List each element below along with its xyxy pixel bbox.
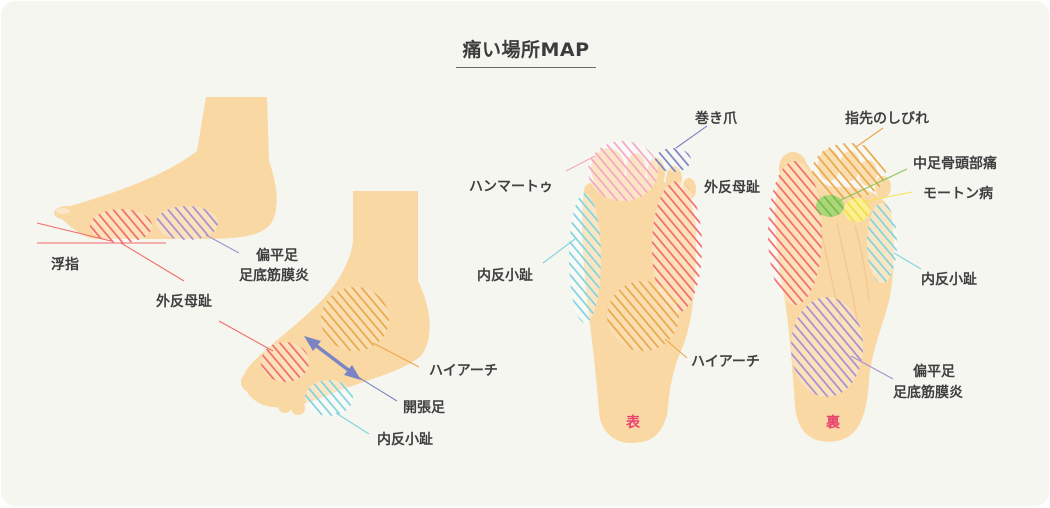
gaihanboshi-leader-angled: [218, 320, 274, 352]
shibire-leader: [855, 127, 884, 148]
label-omote: 表: [625, 414, 641, 431]
label-makizume: 巻き爪: [695, 110, 738, 127]
naihan-leader-sole: [893, 252, 922, 270]
naihan-leader-top: [542, 238, 576, 264]
label-shibire: 指先のしびれ: [845, 110, 929, 127]
sole-line-2: [836, 222, 858, 322]
label-naihan-top: 内反小趾: [477, 267, 533, 284]
angled-naihan-zone: [305, 380, 353, 416]
labels: 浮指 外反母趾 偏平足 足底筋膜炎 ハイアーチ 開張足 内反小趾 ハンマートゥ …: [51, 110, 997, 448]
side-henpeisoku-zone: [156, 206, 218, 240]
sole-chusoku-zone: [816, 195, 844, 217]
angled-toe-1: [241, 372, 261, 392]
label-naihan-angled: 内反小趾: [377, 431, 433, 448]
label-henpeisoku-side-2: 足底筋膜炎: [239, 267, 309, 284]
makizume-leader: [675, 125, 708, 149]
gaihanboshi-leader-side: [120, 242, 185, 282]
kaichosoku-leader: [357, 376, 398, 402]
label-henpeisoku-sole-2: 足底筋膜炎: [893, 384, 963, 401]
ukiyubi-leader-1: [36, 222, 112, 242]
sole-shibire-zone: [812, 143, 886, 199]
naihan-leader-angled: [335, 412, 370, 435]
angled-toe-2: [255, 385, 269, 399]
hammer-toe-leader: [565, 155, 596, 172]
label-morton: モートン病: [923, 185, 993, 202]
angled-toe-4: [278, 399, 292, 413]
sole-gaihanboshi-zone: [768, 161, 822, 305]
page-title: 痛い場所MAP: [456, 35, 596, 68]
label-gaihanboshi-top: 外反母趾: [704, 179, 760, 196]
henpeisoku-leader-sole: [850, 355, 894, 380]
angled-gaihanboshi-zone: [261, 342, 309, 382]
label-kaichosoku: 開張足: [403, 400, 446, 416]
label-hammer-toe: ハンマートゥ: [469, 179, 553, 195]
high-arch-leader-top: [664, 338, 688, 359]
spread-arrow-head-right: [344, 365, 361, 380]
label-henpeisoku-side-1: 偏平足: [256, 247, 299, 264]
sole-view-foot: [768, 127, 922, 442]
sole-naihan-zone: [867, 203, 897, 283]
spread-arrow-shaft: [312, 342, 353, 374]
label-ura: 裏: [825, 414, 841, 431]
label-gaihanboshi-side: 外反母趾: [156, 293, 212, 310]
side-gaihanboshi-zone: [90, 209, 152, 243]
title-wrapper: 痛い場所MAP: [1, 35, 1049, 68]
label-henpeisoku-sole-1: 偏平足: [913, 363, 956, 380]
angled-toe-3: [266, 393, 280, 407]
label-chusoku: 中足骨頭部痛: [913, 155, 997, 172]
top-naihan-zone: [569, 193, 601, 323]
top-high-arch-zone: [607, 281, 679, 351]
chusoku-leader: [838, 168, 908, 202]
side-foot-shape: [57, 97, 277, 239]
label-ukiyubi: 浮指: [51, 256, 79, 273]
top-gaihanboshi-zone: [652, 181, 702, 313]
label-high-arch-top: ハイアーチ: [691, 354, 760, 370]
sole-henpeisoku-zone: [791, 297, 863, 397]
angled-toe-5: [291, 401, 305, 415]
sole-morton-zone: [844, 198, 870, 222]
top-view-foot: [542, 125, 708, 443]
side-toe-2: [78, 210, 96, 220]
label-naihan-sole: 内反小趾: [921, 271, 977, 288]
henpeisoku-leader-side: [205, 234, 240, 254]
side-toenail: [56, 208, 70, 214]
angled-view-foot: [218, 191, 430, 435]
top-makizume-zone: [655, 148, 691, 172]
morton-leader: [862, 191, 913, 203]
high-arch-leader-angled: [372, 342, 420, 368]
top-hammer-toe-zone: [588, 141, 658, 201]
label-high-arch-angled: ハイアーチ: [429, 363, 498, 379]
angled-high-arch-zone: [321, 287, 389, 351]
spread-arrow-head-left: [304, 336, 321, 351]
sole-line-3: [854, 224, 870, 302]
side-view-foot: [36, 97, 277, 282]
